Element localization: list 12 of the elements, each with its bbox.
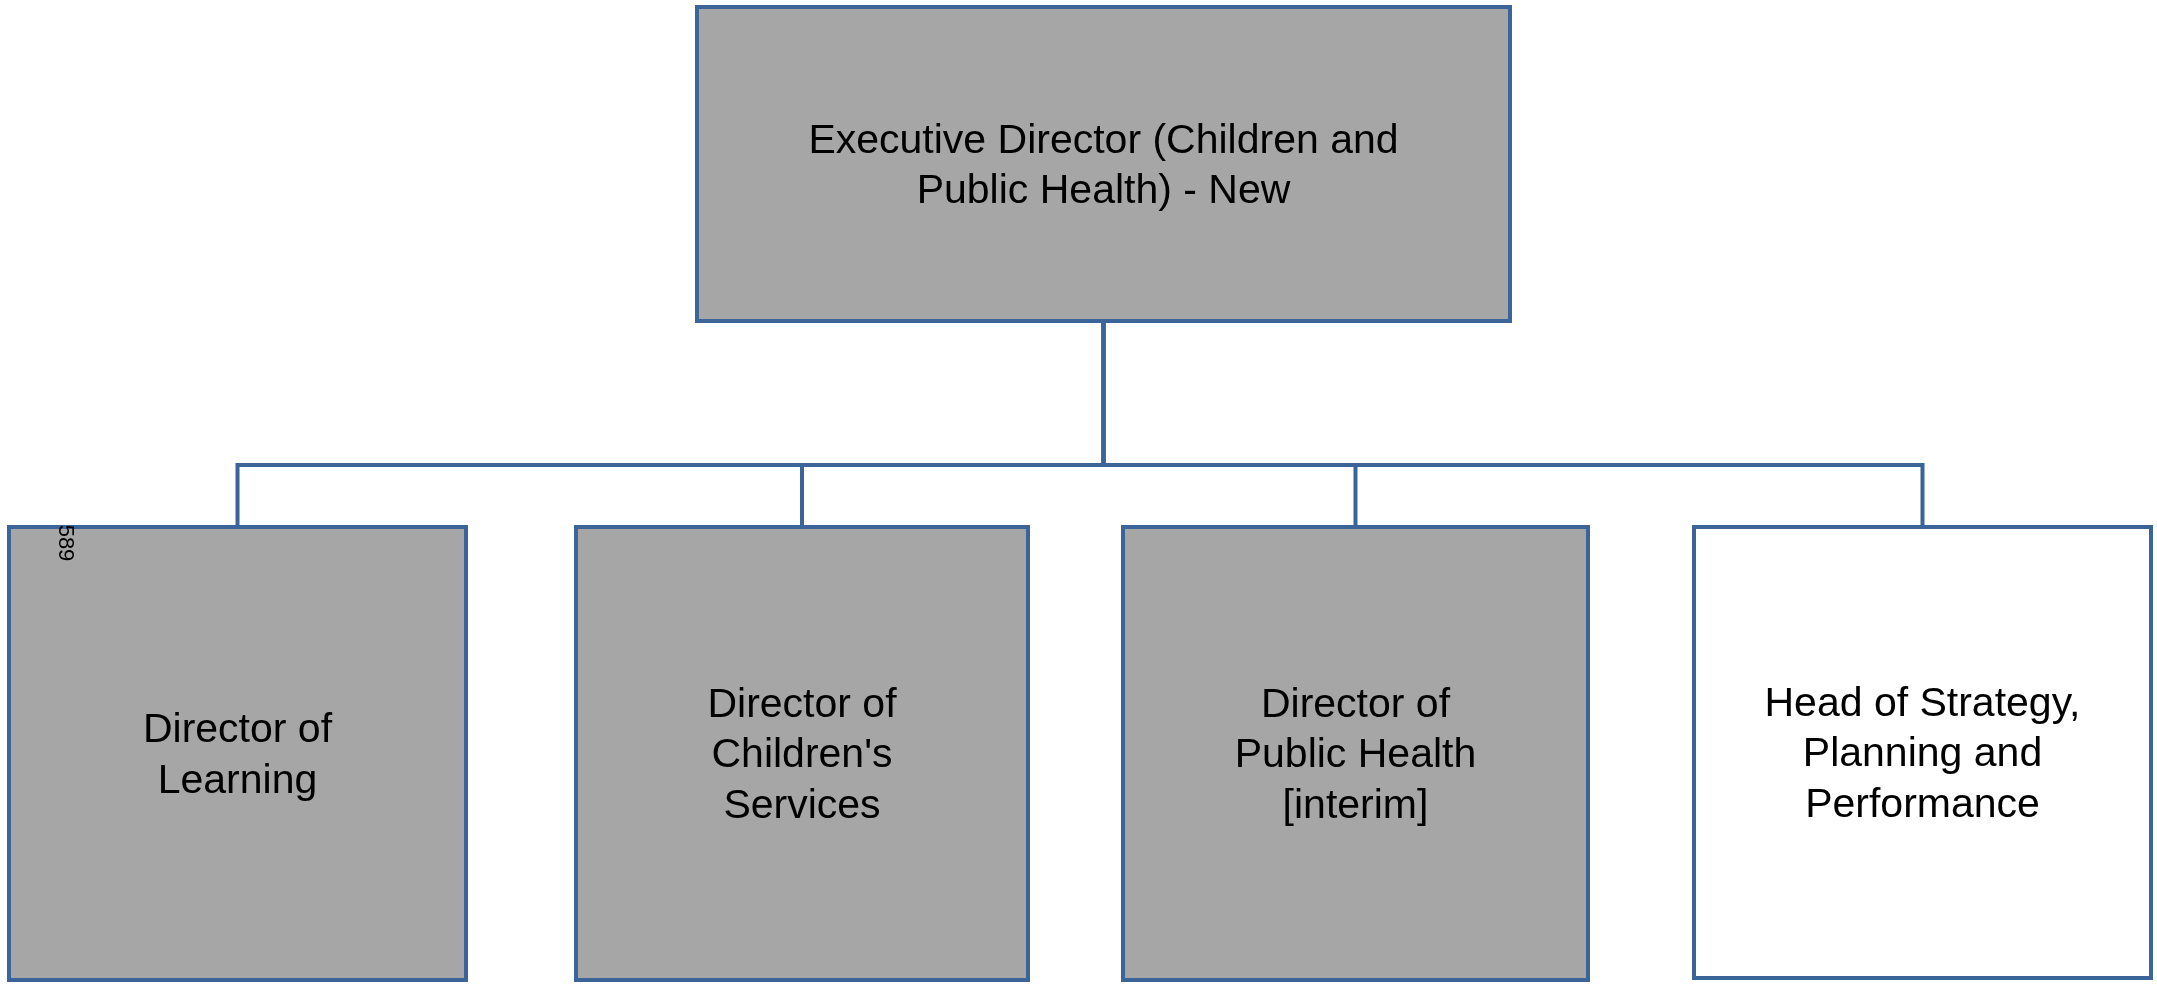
- role-title: Director of Public Health [interim]: [1233, 679, 1478, 829]
- org-box: [1692, 525, 2153, 980]
- role-title: Executive Director (Children and Public Health) - New: [807, 115, 1400, 214]
- role-title: Head of Strategy, Planning and Performance: [1763, 678, 2082, 828]
- org-box: [574, 525, 1030, 982]
- role-title: Director of Learning: [141, 704, 334, 804]
- page-number: 589: [53, 524, 80, 562]
- org-box: [7, 525, 468, 982]
- org-box: [695, 5, 1512, 323]
- connector-line: [1101, 323, 1925, 525]
- role-title: Director of Children's Services: [706, 679, 898, 829]
- org-box: [1121, 525, 1590, 982]
